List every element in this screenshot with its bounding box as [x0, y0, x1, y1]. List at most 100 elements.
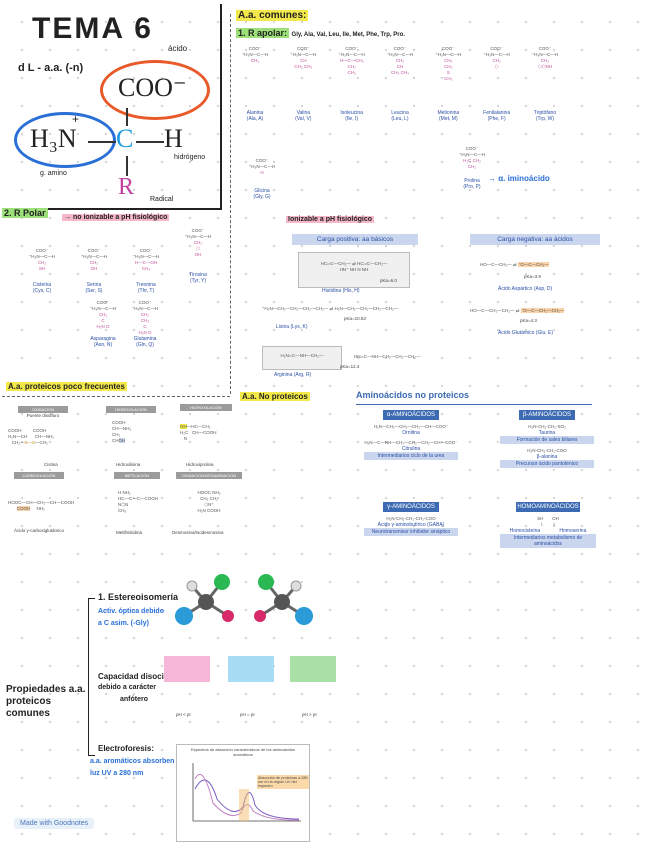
- rare-metilacion: METILACIÓN: [114, 472, 160, 479]
- bond-right: [136, 141, 164, 143]
- hydrogen: H: [164, 124, 183, 153]
- asp-name: Ácido Aspártico (Asp, D): [498, 286, 553, 292]
- alpha-block: α-AMINOÁCIDOS H₂N—CH₂—CH₂—CH₂—CH—COO⁻ Or…: [364, 410, 458, 460]
- stereo-models: [175, 574, 313, 625]
- glu-structure: HO—C—CH₂—CH₂— ⇌ ⁻O—C—CH₂—CH₂—: [470, 308, 565, 313]
- hidroxilisina-label: Hidroxilisina: [116, 462, 141, 467]
- coo-circle: [100, 60, 210, 120]
- config-label: d L - a.a. (-n): [18, 62, 84, 74]
- spectrum-plot: [192, 763, 301, 822]
- cistina-label: Cistina: [44, 462, 58, 467]
- hidroxiprolina-label: Hidroxiprolina: [186, 462, 214, 467]
- rare-oxidacion-desam: OXIDACIÓN/DESAMINACIÓN: [176, 472, 242, 479]
- prop-electro-b: luz UV a 280 nm: [90, 770, 144, 777]
- prop-estereo-a: Activ. óptica debido: [98, 608, 164, 615]
- arg-name: Arginina (Arg, R): [274, 372, 312, 378]
- glu-pka: pKa=4.3: [520, 318, 537, 323]
- form-zwitter: [228, 656, 274, 682]
- d-enantiomer: [254, 574, 313, 625]
- gamma-block: γ-AMINOÁCIDOS H₂N-CH₂-CH₂-CH₂-COO Ácido …: [364, 502, 458, 536]
- goodnotes-badge: Made with Goodnotes: [14, 818, 95, 829]
- beta-block: β-AMINOÁCIDOS H₂N-CH₂-CH₂-SO₃ Taurina Fo…: [500, 410, 594, 468]
- spectrum-figure: Espectros de absorción característicos d…: [176, 744, 310, 842]
- section-polar: 2. R Polar: [2, 208, 48, 218]
- no-prot-title-rule: [356, 404, 592, 405]
- his-pka: pKa=6.0: [380, 278, 397, 283]
- glu-name: Ácido Glutámico (Glu, E): [498, 330, 554, 336]
- section-proteicos: A.a. proteicos poco frecuentes: [6, 382, 127, 391]
- coo-group: COO⁻: [118, 73, 187, 102]
- section-no-proteicos: A.a. No proteicos: [240, 392, 310, 401]
- section-comunes: A.a. comunes:: [236, 10, 309, 21]
- lys-name: Lisina (Lys, K): [276, 324, 308, 330]
- column-divider: [230, 14, 231, 394]
- carga-negativa-header: Carga negativa: aa ácidos: [470, 234, 600, 245]
- prop-disociacion: Capacidad disociación: [98, 672, 185, 681]
- metilhistidina-label: Metilhistidina: [116, 530, 143, 535]
- spectrum-note: Absorción de proteínas a 280 nm en la re…: [257, 775, 309, 789]
- bond-up: [126, 108, 128, 126]
- prop-estereo-b: a C asim. (-Gly): [98, 620, 149, 627]
- homo-block: HOMOAMINOÁCIDOS SH OH⌇ ⌇ Homocisteína Ho…: [500, 502, 596, 548]
- formula-box: [2, 4, 222, 210]
- his-name: Histidina (His, H): [322, 288, 360, 294]
- form-acid: [164, 656, 210, 682]
- h3n-group: H₃N: [30, 124, 77, 153]
- r-group: R: [118, 174, 135, 200]
- gamma-structure: HOOC—CH—CH₂—CH—COOH COOH NH₂: [8, 500, 75, 511]
- lys-structure: ⁺H₃N—CH₂—CH₂—CH₂—CH₂— ⇌ H₂N—CH₂—CH₂—CH₂—…: [262, 306, 399, 311]
- arg-structure: H₂N═C—NH—CH₂—: [262, 346, 342, 370]
- amino-label: g. amino: [40, 170, 67, 177]
- rare-hidroxilacion-2: HIDROXILACIÓN: [180, 404, 232, 411]
- section-apolar: 1. R apolar: Gly, Ala, Val, Leu, Ile, Me…: [236, 28, 405, 38]
- form-acid-ph: pH < pI: [176, 712, 191, 717]
- arg-structure-b: HN═C—NH—CH₂—CH₂—CH₂—: [354, 354, 421, 359]
- hidrogeno-label: hidrógeno: [174, 154, 206, 161]
- acido-label: ácido: [168, 44, 188, 53]
- rare-carboxilacion: CARBOXILACIÓN: [14, 472, 64, 479]
- prop-disociacion-b: anfótero: [120, 696, 148, 703]
- his-structure: HC═C—CH₂— ⇌ HC═C—CH₂—HN⁺ NH N NH: [298, 252, 410, 288]
- radical-label: Radical: [150, 196, 174, 203]
- polar-note: → no ionizable a pH fisiológico: [62, 214, 170, 221]
- amino-circle: [14, 112, 116, 168]
- props-bracket: [88, 598, 95, 756]
- props-title: Propiedades a.a. proteicos comunes: [6, 684, 86, 719]
- prop-estereo: 1. Estereoisomería: [98, 592, 179, 602]
- rare-oxidacion: OXIDACIÓN Puente disulfuro: [18, 406, 68, 418]
- no-prot-title: Aminoácidos no proteicos: [356, 390, 470, 400]
- page-title: TEMA 6: [32, 12, 153, 45]
- gamma-label: Ácido γ-carboxiglutámico: [14, 528, 65, 533]
- carga-positiva-header: Carga positiva: aa básicos: [292, 234, 418, 245]
- prop-electro: Electroforesis:: [98, 744, 155, 753]
- form-base-ph: pH > pI: [302, 712, 317, 717]
- asp-pka: pKa=3.9: [524, 274, 541, 279]
- section-ionizable: Ionizable a pH fisiológico: [286, 216, 375, 223]
- prolina-note: → α. iminoácido: [488, 174, 550, 183]
- lys-pka: pKa=10.53: [344, 316, 366, 321]
- form-base: [290, 656, 336, 682]
- alpha-carbon: C: [116, 124, 134, 153]
- l-enantiomer: [175, 574, 234, 625]
- bond-left: [88, 141, 116, 143]
- asp-structure: HO—C—CH₂— ⇌ ⁻O—C—CH₂—: [480, 262, 549, 267]
